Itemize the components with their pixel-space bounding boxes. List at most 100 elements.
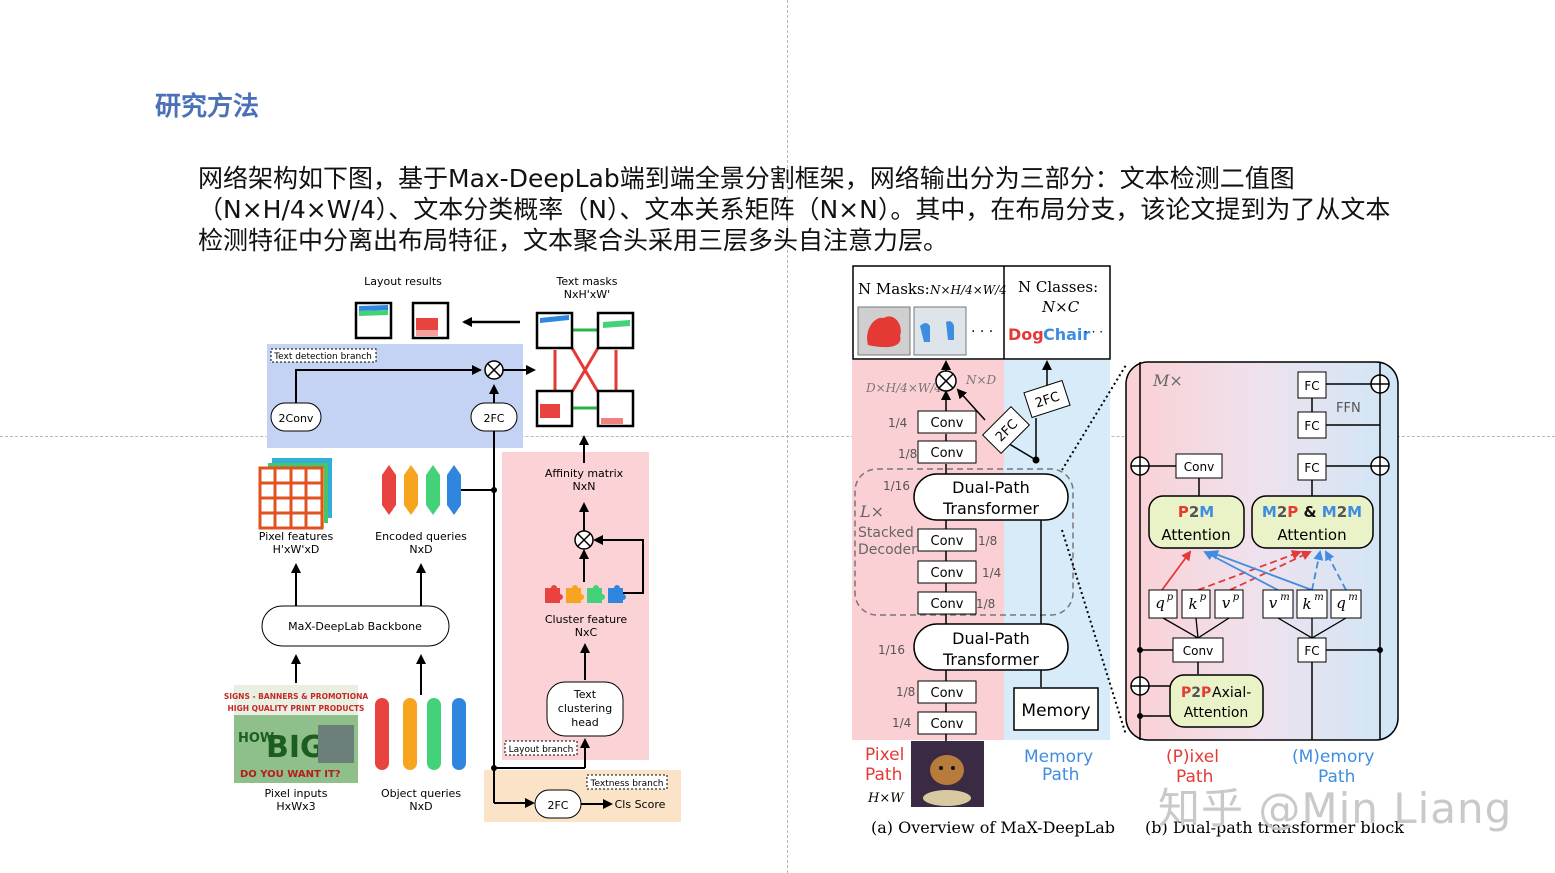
svg-text:Conv: Conv	[931, 446, 964, 461]
text-detection-branch-label: Text detection branch	[273, 352, 372, 362]
svg-text:p: p	[1233, 592, 1240, 603]
pixel-path-label-1: Pixel	[865, 745, 904, 765]
svg-text:m: m	[1348, 592, 1357, 603]
svg-text:Conv: Conv	[931, 416, 964, 431]
pixel-inputs-label: Pixel inputs	[265, 787, 328, 800]
cluster-feature-dim: NxC	[575, 626, 598, 639]
text-masks-label: Text masks	[555, 275, 617, 288]
text-clustering-head-node	[546, 681, 624, 737]
fc2-memory-node: 2FC	[1023, 379, 1071, 419]
svg-text:Conv: Conv	[931, 534, 964, 549]
svg-text:Transformer: Transformer	[942, 499, 1039, 518]
svg-text:Conv: Conv	[1183, 644, 1213, 658]
object-queries-label: Object queries	[381, 787, 461, 800]
n-classes-dim: N×C	[1041, 298, 1080, 316]
layout-branch-label: Layout branch	[509, 745, 574, 755]
text-masks-dim: NxH'xW'	[564, 288, 610, 301]
m2p-m2m-attention-node	[1251, 495, 1374, 549]
conv-node-1	[917, 410, 977, 434]
svg-text:Attention: Attention	[1161, 526, 1230, 544]
slide-title: 研究方法	[155, 92, 260, 122]
pixel-inputs-dim: HxWx3	[276, 800, 315, 813]
pixel-label-b: (P)ixel	[1166, 747, 1219, 767]
svg-text:p: p	[1167, 592, 1174, 603]
conv-node-4	[917, 560, 977, 584]
svg-text:FC: FC	[1304, 419, 1319, 433]
hxw-label: H×W	[867, 791, 905, 806]
zhihu-watermark: 知乎 @Min Liang	[1158, 784, 1513, 833]
v-memory-node	[1262, 589, 1294, 619]
svg-text:k: k	[1188, 595, 1197, 613]
pixel-input-photo: SIGNS - BANNERS & PROMOTIONA HIGH QUALIT…	[224, 685, 369, 783]
encoded-queries-label: Encoded queries	[375, 530, 467, 543]
m2p-m2m-title: M2P & M2M	[1262, 503, 1362, 521]
conv-node-6	[917, 680, 977, 704]
svg-text:q: q	[1336, 594, 1346, 612]
svg-text:SIGNS - BANNERS & PROMOTIONA: SIGNS - BANNERS & PROMOTIONA	[224, 692, 369, 701]
svg-text:Conv: Conv	[1184, 460, 1214, 474]
svg-text:2FC: 2FC	[1033, 389, 1061, 411]
ratio-1-8-d: 1/8	[896, 685, 915, 699]
svg-text:Conv: Conv	[931, 597, 964, 612]
ratio-1-4-a: 1/4	[888, 416, 907, 430]
fc-node-1	[1297, 371, 1327, 399]
svg-text:Dual-Path: Dual-Path	[952, 478, 1030, 497]
memory-path-label-2: Path	[1042, 765, 1079, 785]
svg-text:FC: FC	[1304, 379, 1319, 393]
svg-text:Attention: Attention	[1184, 705, 1249, 721]
ffn-label: FFN	[1336, 401, 1361, 416]
svg-text:Attention: Attention	[1277, 526, 1346, 544]
text-detection-branch-tag	[270, 348, 377, 363]
n-masks-dim: N×H/4×W/4	[929, 283, 1007, 297]
p2p-title: P2P	[1181, 685, 1211, 701]
text-clustering-line3: head	[571, 716, 598, 729]
stacked-decoder-box	[854, 468, 1074, 616]
caption-a: (a) Overview of MaX-DeepLab	[871, 818, 1115, 837]
affinity-matrix-label: Affinity matrix	[545, 467, 624, 480]
fc-node-3	[1297, 453, 1327, 481]
affinity-matrix-dim: NxN	[573, 480, 596, 493]
pixel-label-b-path: Path	[1176, 767, 1213, 787]
svg-text:Conv: Conv	[931, 717, 964, 732]
cls-score-label: Cls Score	[615, 798, 666, 811]
svg-text:k: k	[1302, 595, 1311, 613]
class-chair: Chair	[1043, 325, 1090, 344]
encoded-queries-shapes	[382, 465, 461, 515]
pixel-features-grid	[258, 458, 332, 530]
n-classes-label: N Classes:	[1018, 278, 1098, 296]
p2p-axial-attention-node	[1169, 674, 1264, 728]
left-diagram: Layout results Text masks NxH'xW' Text d…	[224, 275, 681, 822]
p2m-title: P2M	[1178, 503, 1214, 521]
svg-text:FC: FC	[1304, 461, 1319, 475]
right-diagram-b: M× FC FFN FC Conv FC P2M Attention M2P	[1125, 361, 1404, 837]
fc2-bottom-label: 2FC	[547, 799, 568, 812]
q-pixel-node	[1148, 589, 1178, 619]
svg-text:Conv: Conv	[931, 566, 964, 581]
class-dog: Dog	[1008, 325, 1044, 344]
svg-text:v: v	[1222, 594, 1231, 612]
layout-branch-tag	[504, 740, 578, 756]
conv2-node	[270, 402, 322, 432]
svg-text:HIGH QUALITY PRINT PRODUCTS: HIGH QUALITY PRINT PRODUCTS	[228, 704, 365, 713]
stacked-label: Stacked	[858, 525, 914, 541]
classes-ellipsis: · · ·	[1084, 325, 1103, 339]
conv-node-2	[917, 440, 977, 464]
memory-node	[1013, 687, 1099, 731]
slide-paragraph: 网络架构如下图，基于Max-DeepLab端到端全景分割框架，网络输出分为三部分…	[198, 164, 1391, 255]
pixel-features-dim: H'xW'xD	[273, 543, 320, 556]
memory-label-b-path: Path	[1318, 767, 1355, 787]
dual-path-transformer-2	[913, 623, 1069, 671]
guide-horizontal	[0, 436, 1555, 437]
conv2-label: 2Conv	[279, 412, 314, 425]
k-pixel-node	[1181, 589, 1211, 619]
conv-node-3	[917, 528, 977, 552]
dual-path-transformer-1	[913, 473, 1069, 521]
right-diagram-a: N Masks: N×H/4×W/4 · · · N Classes: N×C …	[852, 265, 1127, 837]
svg-text:m: m	[1280, 592, 1289, 603]
svg-text:Dual-Path: Dual-Path	[952, 629, 1030, 648]
backbone-label: MaX-DeepLab Backbone	[288, 620, 422, 633]
text-clustering-line2: clustering	[558, 702, 612, 715]
p2m-attention-node	[1148, 495, 1245, 549]
svg-text:Transformer: Transformer	[942, 650, 1039, 669]
ratio-1-8-c: 1/8	[976, 597, 995, 611]
